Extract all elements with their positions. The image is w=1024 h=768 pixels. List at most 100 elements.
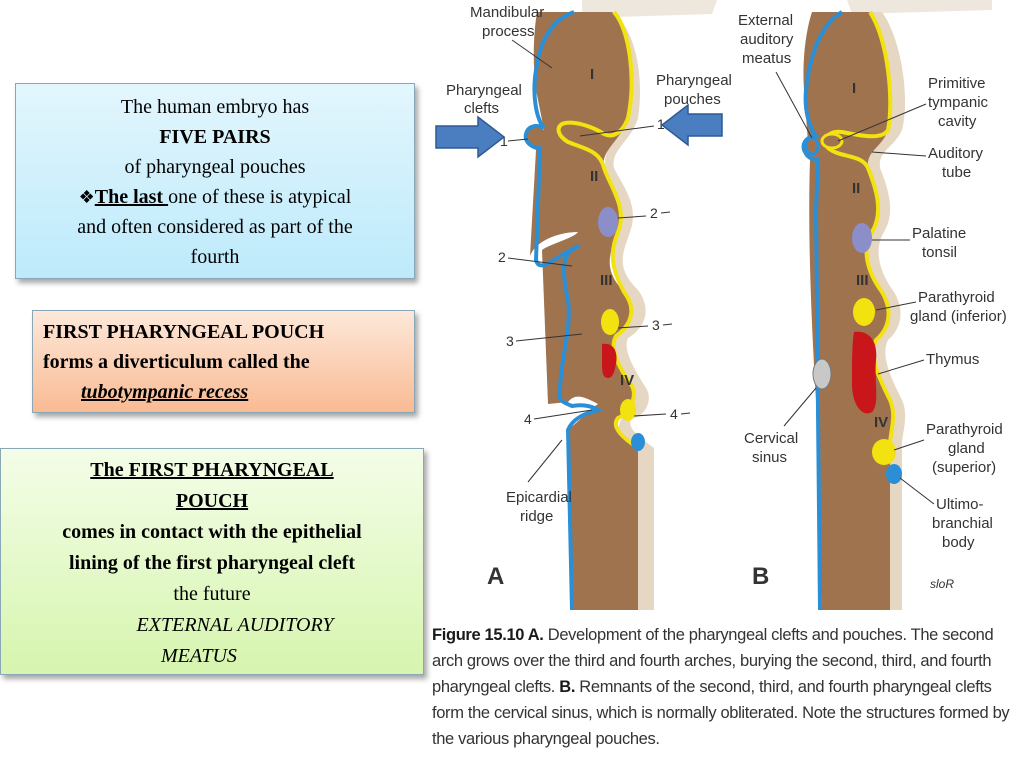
panel-b-tympanic-cavity [820,132,844,150]
label-mandibular-1: Mandibular [470,4,544,21]
label-ultimo-2: branchial [932,515,993,532]
leader-primitive [837,103,927,142]
pouches-overview-box: The human embryo has FIVE PAIRS of phary… [15,83,415,279]
meatus-line-5: the future [173,583,251,605]
leader-auditory [871,151,927,157]
leader-cervical [783,387,817,427]
label-primitive-2: tympanic [928,94,989,111]
leader-pouch-3 [662,323,673,326]
label-external-2: auditory [740,31,794,48]
panel-a-arch-3: III [600,272,613,289]
label-thymus: Thymus [926,351,979,368]
meatus-term-1: EXTERNAL AUDITORY [136,614,334,636]
label-parasup-3: (superior) [932,459,996,476]
label-pouch-2: 2 [650,205,658,221]
label-clefts-1: Pharyngeal [446,82,522,99]
first-pouch-diverticulum-box: FIRST PHARYNGEAL POUCH forms a diverticu… [32,310,415,413]
top-fringe-b [847,0,992,14]
panel-a-pouch-4-parathyroid [620,399,636,421]
label-cleft-2: 2 [498,249,506,265]
tubotympanic-recess-term: tubotympanic recess [81,381,249,403]
panel-a-pouch-2-tonsil [598,207,618,237]
leader-cleft-3 [515,333,583,342]
panel-a-arch-1: I [590,66,594,83]
panel-b: I II III IV External auditory meatus Pri… [738,10,1007,611]
leader-pouch-2b [617,215,647,219]
label-cleft-1: 1 [500,133,508,149]
panel-b-arch-2: II [852,180,860,197]
overview-the-last: The last [94,186,169,208]
label-cervical-1: Cervical [744,430,798,447]
arrow-left-icon [660,103,723,147]
leader-ultimo [899,477,935,505]
external-meatus-box: The FIRST PHARYNGEAL POUCH comes in cont… [0,448,424,675]
label-auditory-1: Auditory [928,145,984,162]
panel-b-ultimobranchial-body [886,464,902,484]
overview-five-pairs: FIVE PAIRS [159,126,271,148]
meatus-heading-2: POUCH [175,490,249,512]
label-parainf-2: gland (inferior) [910,308,1007,325]
artist-signature: sloR [930,577,954,591]
panel-b-tissue [802,12,894,610]
panel-a-arch-4: IV [620,372,634,389]
caption-figure-label: Figure 15.10 A. [432,626,544,644]
label-pouch-1: 1 [657,116,665,132]
panel-a-pouch-3-thymus [602,343,617,378]
label-pouch-3: 3 [652,317,660,333]
label-external-3: meatus [742,50,791,67]
leader-epicardial [527,439,563,483]
label-epicardial-1: Epicardial [506,489,572,506]
overview-line-1: The human embryo has [120,96,310,118]
label-pouches-1: Pharyngeal [656,72,732,89]
label-ultimo-3: body [942,534,975,551]
caption-text-a: Development of the pharyngeal clefts and… [432,626,994,696]
panel-b-cervical-sinus [812,358,832,390]
overview-line-4: ❖The last one of these is atypical [16,182,414,212]
panel-a-ultimobranchial [631,433,645,451]
overview-line-6: fourth [190,246,240,268]
leader-pouch-1 [579,125,655,137]
pharyngeal-pouches-figure: I II III IV Mandibular process Pharyngea… [435,0,1007,611]
leader-cleft-2 [507,257,573,267]
leader-external [775,71,813,139]
meatus-line-4: lining of the first pharyngeal cleft [68,552,356,574]
leader-pouch-4 [680,412,691,415]
leader-parainf [875,301,917,311]
leader-cleft-1 [507,138,529,142]
caption-text-b: Remnants of the second, third, and fourt… [432,678,1010,748]
panel-b-parathyroid-inferior [853,298,875,326]
meatus-heading-1: The FIRST PHARYNGEAL [90,459,334,481]
leader-mandibular [511,39,553,69]
label-parasup-2: gland [948,440,985,457]
label-palatine-1: Palatine [912,225,966,242]
panel-a-ectoderm [523,10,603,611]
label-pouch-4: 4 [670,406,678,422]
arrow-right-icon [435,115,506,159]
caption-label-b: B. [559,678,576,696]
leader-thymus [877,359,925,375]
label-primitive-3: cavity [938,113,977,130]
panel-a-letter: A [487,563,504,590]
leader-pouch-2 [660,211,671,214]
meatus-term-2: MEATUS [161,645,237,667]
label-ultimo-1: Ultimo- [936,496,984,513]
leader-parasup [893,439,925,451]
leader-pouch-3b [617,325,649,329]
diamond-bullet-icon: ❖ [78,187,95,207]
overview-line-4-rest: one of these is atypical [168,186,352,208]
panel-a-pouch-3-parathyroid [601,309,619,335]
label-auditory-2: tube [942,164,971,181]
panel-b-arch-3: III [856,272,869,289]
figure-caption: Figure 15.10 A. Development of the phary… [432,622,1022,752]
meatus-line-3: comes in contact with the epithelial [62,521,362,543]
overview-line-5: and often considered as part of the [77,216,353,238]
label-parainf-1: Parathyroid [918,289,995,306]
panel-b-thymus [852,331,877,414]
panel-a-endoderm [556,10,640,450]
panel-b-palatine-tonsil [852,223,872,253]
panel-b-letter: B [752,563,769,590]
diverticulum-line-1: FIRST PHARYNGEAL POUCH [43,321,325,343]
label-pouches-2: pouches [664,91,721,108]
panel-a-side-shade [605,12,654,610]
label-cleft-3: 3 [506,333,514,349]
